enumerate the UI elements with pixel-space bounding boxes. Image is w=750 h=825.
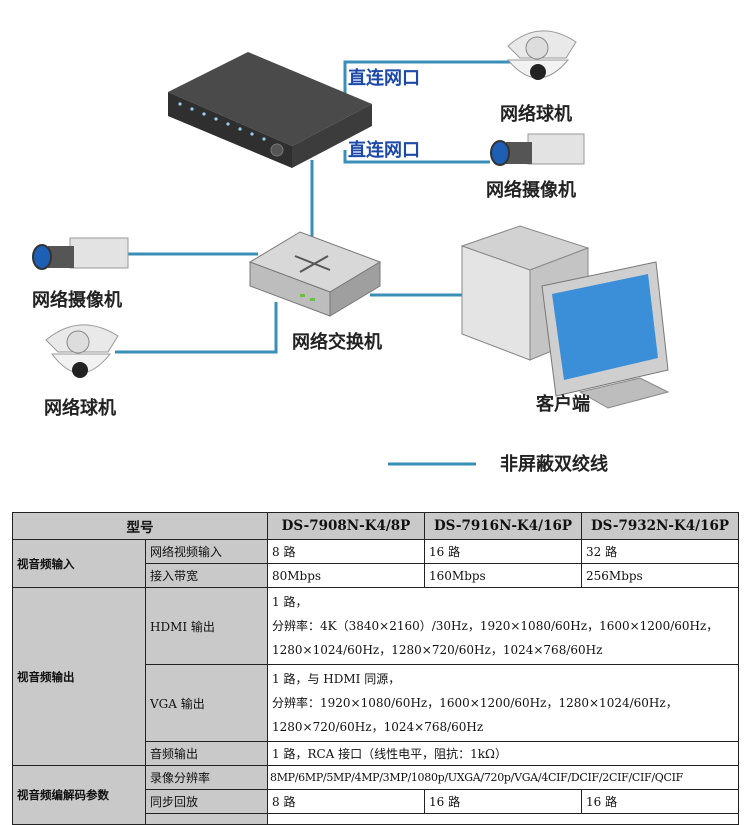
client-pc [460, 225, 670, 409]
table-row: VGA 输出 1 路，与 HDMI 同源， 分辨率：1920×1080/60Hz… [13, 664, 739, 742]
cable-dome-to-switch [115, 302, 278, 354]
cable-lines [115, 60, 520, 354]
row-label: 网络视频输入 [145, 539, 268, 564]
row-label: 音频输出 [145, 741, 268, 766]
header-col3: DS-7932N-K4/16P [581, 512, 739, 540]
label-direct-port-1: 直连网口 [348, 67, 420, 89]
label-switch: 网络交换机 [292, 331, 382, 353]
vga-line-1: 1 路，与 HDMI 同源， [272, 672, 401, 686]
cell: 80Mbps [267, 563, 425, 588]
row-label: 录像分辨率 [145, 765, 268, 790]
cell: 16 路 [424, 539, 582, 564]
hdmi-line-3: 1280×1024/60Hz，1280×720/60Hz，1024×768/60… [272, 643, 603, 657]
header-model: 型号 [12, 512, 268, 540]
row-label: 同步回放 [145, 789, 268, 814]
row-label: HDMI 输出 [145, 587, 268, 665]
cell: 160Mbps [424, 563, 582, 588]
cell-audio-out: 1 路，RCA 接口（线性电平，阻抗：1kΩ） [267, 741, 739, 766]
group-av-output: 视音频输出 [12, 587, 146, 766]
switch-device [248, 231, 382, 317]
label-camera-top: 网络摄像机 [486, 179, 576, 201]
box-camera-top [490, 133, 585, 166]
group-codec: 视音频编解码参数 [12, 765, 146, 825]
group-av-input: 视音频输入 [12, 539, 146, 588]
row-label: 接入带宽 [145, 563, 268, 588]
network-diagram: 直连网口 直连网口 网络球机 网络摄像机 网络摄像机 网络球机 网络交换机 客户… [32, 30, 670, 475]
table-row: 视音频编解码参数 录像分辨率 8MP/6MP/5MP/4MP/3MP/1080p… [12, 765, 739, 825]
label-dome-left: 网络球机 [44, 397, 116, 419]
hdmi-line-1: 1 路， [272, 595, 308, 609]
nvr-device [168, 52, 372, 168]
header-col1: DS-7908N-K4/8P [267, 512, 425, 540]
table-row: 视音频输入 网络视频输入 8 路 16 路 32 路 [12, 539, 739, 588]
cell: 256Mbps [581, 563, 739, 588]
box-camera-left [32, 237, 129, 270]
cable-nvr-to-camera [343, 150, 490, 164]
table-row: 视音频输出 HDMI 输出 1 路， 分辨率：4K（3840×2160）/30H… [12, 587, 739, 766]
label-direct-port-2: 直连网口 [348, 139, 420, 161]
dome-camera-top [506, 30, 577, 80]
vga-line-2: 分辨率：1920×1080/60Hz，1600×1200/60Hz，1280×1… [272, 696, 678, 710]
table-header-row: 型号 DS-7908N-K4/8P DS-7916N-K4/16P DS-793… [12, 512, 739, 540]
hdmi-line-2: 分辨率：4K（3840×2160）/30Hz，1920×1080/60Hz，16… [272, 619, 719, 633]
cell: 16 路 [581, 789, 739, 814]
legend: 非屏蔽双绞线 [388, 453, 608, 475]
label-camera-left: 网络摄像机 [32, 289, 122, 311]
cable-nvr-to-dome [343, 60, 520, 100]
cell-rec-res: 8MP/6MP/5MP/4MP/3MP/1080p/UXGA/720p/VGA/… [267, 765, 739, 790]
vga-line-3: 1280×720/60Hz，1024×768/60Hz [272, 720, 484, 734]
cell-hdmi: 1 路， 分辨率：4K（3840×2160）/30Hz，1920×1080/60… [267, 587, 739, 665]
label-client: 客户端 [536, 393, 590, 415]
spec-table: 型号 DS-7908N-K4/8P DS-7916N-K4/16P DS-793… [12, 512, 739, 825]
row-label: VGA 输出 [145, 664, 268, 742]
legend-label: 非屏蔽双绞线 [500, 453, 608, 475]
cell: 16 路 [424, 789, 582, 814]
cell: 32 路 [581, 539, 739, 564]
cell: 8 路 [267, 539, 425, 564]
cell-vga: 1 路，与 HDMI 同源， 分辨率：1920×1080/60Hz，1600×1… [267, 664, 739, 742]
table-row: 同步回放 8 路 16 路 16 路 [13, 789, 739, 814]
dome-camera-left [45, 324, 119, 378]
header-col2: DS-7916N-K4/16P [424, 512, 582, 540]
label-dome-top: 网络球机 [500, 103, 572, 125]
cell: 8 路 [267, 789, 425, 814]
